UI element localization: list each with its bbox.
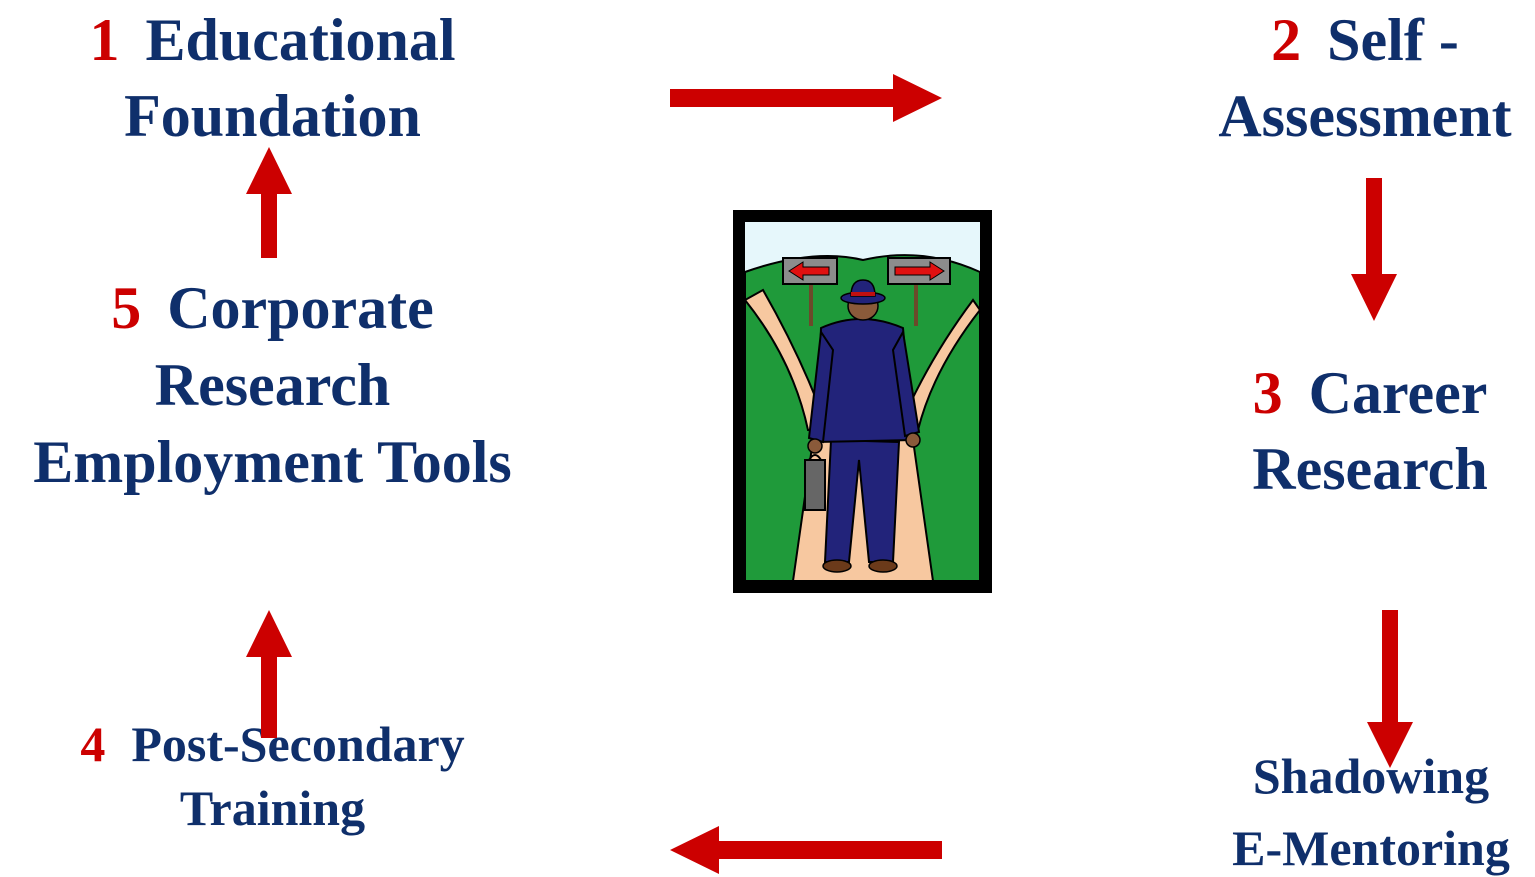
man-figure: [804, 279, 921, 573]
step-label: Corporate: [167, 275, 434, 341]
step-line: 2 Self -: [1195, 2, 1535, 78]
step-corporate-research: 5 Corporate Research Employment Tools: [0, 270, 545, 501]
step-label: Career: [1308, 360, 1488, 426]
arrow-left-sign: [782, 257, 838, 326]
step-label: Research: [154, 352, 391, 418]
step-line: 3 Career: [1195, 355, 1535, 431]
step-number: 2: [1271, 7, 1302, 73]
step-self-assessment: 2 Self - Assessment: [1195, 2, 1535, 154]
arrow-down-icon: [1367, 610, 1413, 768]
step-educational-foundation: 1 Educational Foundation: [0, 2, 545, 154]
arrow-left-icon: [670, 826, 942, 874]
step-line: 4 Post-Secondary: [0, 712, 545, 776]
arrow-up-icon: [246, 610, 292, 738]
step-label: E-Mentoring: [1232, 820, 1510, 876]
step-label: Post-Secondary: [131, 716, 465, 772]
step-career-research: 3 Career Research: [1195, 355, 1535, 507]
step-number: 1: [89, 7, 120, 73]
step-shadowing-ementoring: Shadowing E-Mentoring: [1195, 740, 1535, 877]
step-line: 1 Educational: [0, 2, 545, 78]
arrow-down-icon: [1351, 178, 1397, 321]
step-number: 3: [1252, 360, 1283, 426]
step-post-secondary-training: 4 Post-Secondary Training: [0, 712, 545, 840]
step-label: Research: [1252, 436, 1488, 502]
arrow-right-sign: [887, 257, 951, 326]
arrow-up-icon: [246, 147, 292, 258]
arrow-right-icon: [670, 74, 942, 122]
step-label: Foundation: [124, 83, 421, 149]
step-line: 5 Corporate: [0, 270, 545, 347]
man-at-crossroads-icon: [733, 210, 992, 593]
step-label: Employment Tools: [33, 429, 512, 495]
step-label: Shadowing: [1252, 748, 1490, 804]
step-label: Training: [179, 780, 366, 836]
step-label: Educational: [145, 7, 456, 73]
step-label: Self -: [1327, 7, 1459, 73]
step-number: 4: [80, 716, 106, 772]
step-number: 5: [111, 275, 142, 341]
step-label: Assessment: [1218, 83, 1512, 149]
